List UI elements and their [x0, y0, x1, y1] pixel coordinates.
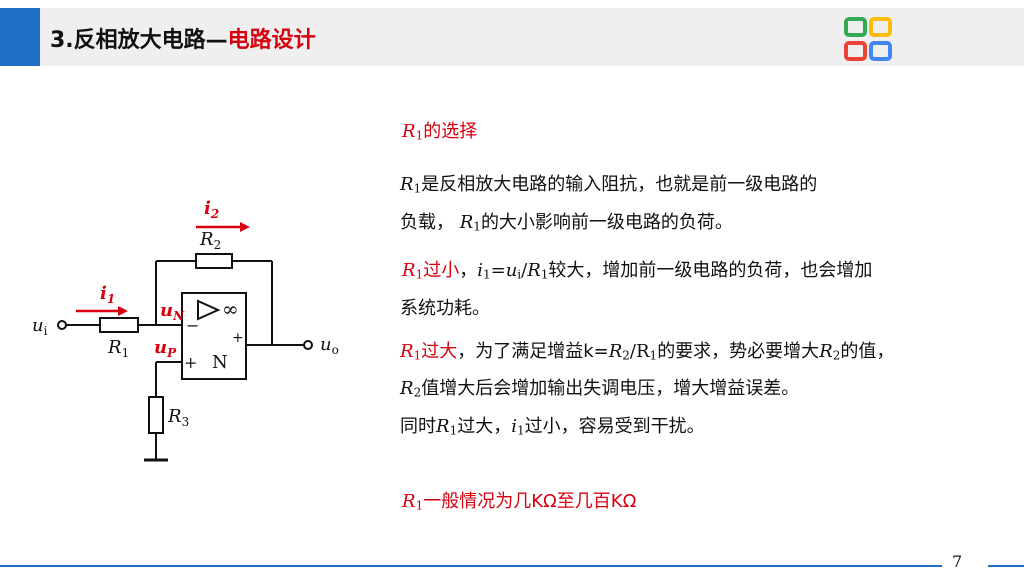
page-number: 7	[952, 552, 963, 571]
label-r3: R3	[167, 406, 189, 429]
label-un: uN	[160, 300, 185, 323]
conclusion: R1一般情况为几KΩ至几百KΩ	[402, 491, 637, 513]
paragraph-3-line-1: R1过大，为了满足增益k=R2/R1的要求，势必要增大R2的值，	[400, 341, 895, 363]
four-squares-logo-icon	[844, 17, 892, 61]
paragraph-4: 同时R1过大，i1过小，容易受到干扰。	[400, 416, 705, 438]
input-terminal	[57, 320, 67, 330]
label-minus: −	[186, 316, 199, 335]
label-i1: i1	[100, 283, 115, 306]
current-i1-arrow-head	[118, 306, 128, 316]
footer-line-left	[0, 565, 942, 567]
label-plus-out: +	[232, 330, 244, 346]
slide-title: 3.反相放大电路—电路设计	[50, 28, 316, 53]
paragraph-3-line-2: R2值增大后会增加输出失调电压，增大增益误差。	[400, 378, 800, 400]
label-uo: uo	[320, 334, 339, 357]
current-i2-arrow-head	[240, 222, 250, 232]
label-ui: ui	[32, 315, 48, 338]
paragraph-1-line-2: 负载， R1的大小影响前一级电路的负荷。	[400, 212, 733, 234]
label-i2: i2	[204, 198, 219, 221]
slide-title-highlight: 电路设计	[227, 28, 316, 53]
opamp-triangle-icon	[197, 299, 221, 321]
header-accent	[0, 8, 40, 66]
label-r2: R2	[199, 229, 221, 252]
section-heading: R1的选择	[402, 121, 478, 143]
label-plus-in: +	[184, 353, 197, 372]
footer-line-right	[988, 565, 1024, 567]
resistor-r3	[148, 396, 164, 434]
label-n: N	[212, 352, 228, 373]
label-up: uP	[154, 337, 177, 360]
inverting-amplifier-circuit: i2 R2 i1 ui R1 uN uP − + + N ∞ uo R3	[32, 198, 339, 462]
paragraph-2-line-2: 系统功耗。	[400, 298, 490, 319]
paragraph-2-line-1: R1过小，i1=ui/R1较大，增加前一级电路的负荷，也会增加	[402, 260, 873, 282]
infinity-icon: ∞	[222, 297, 239, 321]
resistor-r2	[195, 253, 233, 269]
label-r1: R1	[107, 337, 129, 360]
output-terminal	[303, 340, 313, 350]
paragraph-1-line-1: R1是反相放大电路的输入阻抗，也就是前一级电路的	[400, 174, 818, 196]
resistor-r1	[99, 317, 139, 333]
